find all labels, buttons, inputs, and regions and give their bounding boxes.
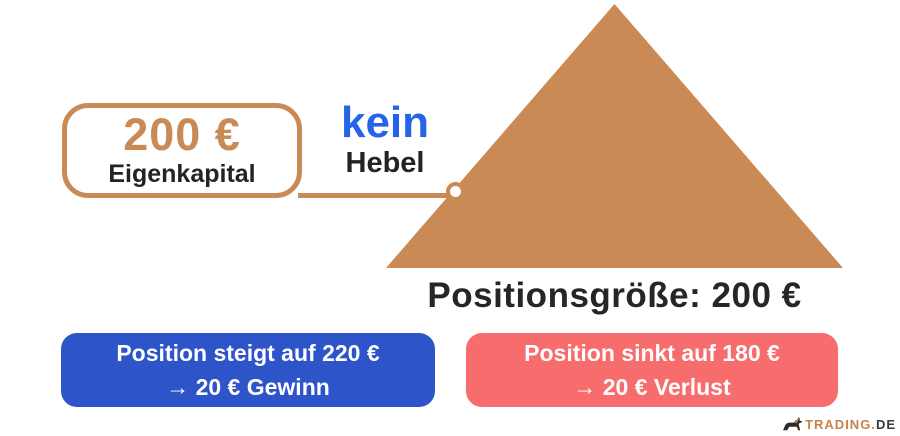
bull-icon	[781, 416, 803, 432]
logo-tld-text: DE	[875, 416, 896, 432]
logo-brand-text: TRADING.	[805, 416, 876, 432]
equity-box: 200 € Eigenkapital	[62, 103, 302, 198]
equity-amount: 200 €	[123, 109, 241, 161]
loss-badge-line1: Position sinkt auf 180 €	[524, 339, 780, 366]
trading-de-logo: TRADING.DE	[781, 416, 896, 432]
profit-badge-line2: → 20 € Gewinn	[166, 374, 330, 400]
equity-label: Eigenkapital	[108, 160, 256, 189]
loss-badge: Position sinkt auf 180 € → 20 € Verlust	[466, 333, 838, 407]
loss-badge-line2: → 20 € Verlust	[573, 374, 731, 400]
leverage-label: kein Hebel	[310, 98, 460, 180]
profit-badge: Position steigt auf 220 € → 20 € Gewinn	[61, 333, 435, 407]
leverage-label-hebel: Hebel	[345, 147, 425, 180]
connector-dot	[446, 182, 465, 201]
position-size-caption: Positionsgröße: 200 €	[427, 276, 802, 315]
connector-line	[298, 193, 450, 198]
leverage-label-kein: kein	[340, 98, 430, 147]
profit-badge-line1: Position steigt auf 220 €	[116, 339, 380, 366]
